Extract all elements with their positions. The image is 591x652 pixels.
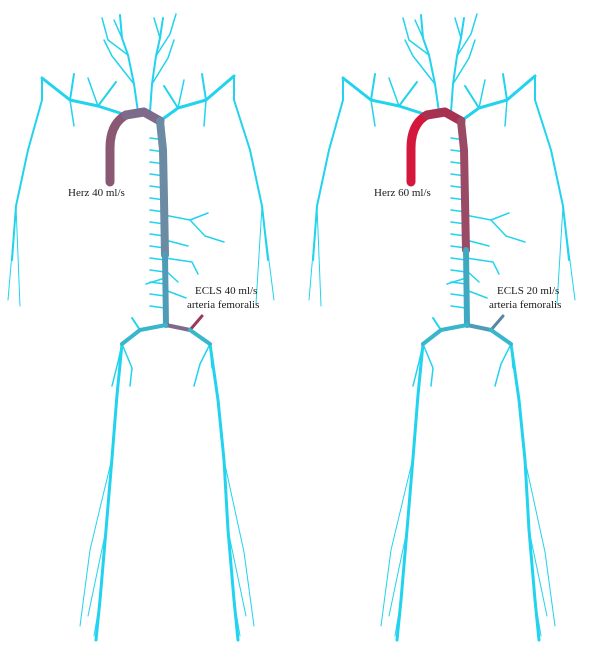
subclavian-artery-right [343,78,427,115]
descending-aorta [461,121,466,250]
shoulder-branch [503,74,507,100]
ecls-flow-label: ECLS 40 ml/s [195,285,257,297]
forearm-artery [563,206,575,300]
shoulder-branch [70,100,74,126]
lower-leg-artery [80,458,112,626]
forearm-artery [8,206,16,300]
shoulder-branch [465,86,479,108]
left-iliac-segment [467,325,491,330]
shoulder-branch [202,74,206,100]
femoral-artery-right [96,344,122,640]
descending-aorta [160,121,165,255]
shoulder-branch [88,78,98,106]
visceral-artery [491,220,525,242]
carotid-artery-left [421,15,439,112]
ascending-aorta [411,115,427,182]
abdominal-aorta [466,250,467,325]
shoulder-branch [98,82,116,106]
ecls-femoral-cannula [190,316,202,330]
pelvic-branch [122,344,132,386]
carotid-artery-right [451,18,464,112]
shoulder-branch [164,86,178,108]
forearm-artery [262,206,274,300]
shoulder-branch [204,100,206,126]
carotid-artery-left [120,15,138,112]
abdominal-aorta [165,255,166,325]
right-iliac-segment [423,325,467,344]
shoulder-branch [399,82,417,106]
arterial-tree-panel-left: Herz 40 ml/s ECLS 40 ml/s arteria femora… [8,14,274,640]
ecls-site-label: arteria femoralis [187,299,259,311]
neck-branch [154,18,160,38]
shoulder-branch [371,100,375,126]
pelvic-branch [423,344,433,386]
right-iliac-segment [122,325,166,344]
brachial-artery-left [234,76,268,260]
ecls-femoral-cannula [491,316,503,330]
left-iliac-lower [190,330,210,344]
ecls-flow-label: ECLS 20 ml/s [497,285,559,297]
pelvic-branch [132,318,140,330]
brachial-artery-left [535,76,569,260]
aortic-arch [126,112,160,121]
ascending-aorta [110,115,126,182]
left-iliac-segment [166,325,190,330]
left-iliac-lower [491,330,511,344]
shoulder-branch [505,100,507,126]
intercostal-artery [451,306,466,308]
heart-flow-label: Herz 60 ml/s [374,187,431,199]
pelvic-branch [194,344,210,386]
arterial-tree-panel-right: Herz 60 ml/s ECLS 20 ml/s arteria femora… [309,14,575,640]
forearm-artery [317,206,321,306]
ecls-site-label: arteria femoralis [489,299,561,311]
forearm-artery [16,206,20,306]
femoral-artery-left [210,344,238,640]
heart-flow-label: Herz 40 ml/s [68,187,125,199]
visceral-artery [190,220,224,242]
visceral-artery [465,213,509,220]
shoulder-branch [479,80,485,108]
femoral-artery-right [397,344,423,640]
subclavian-artery-right [42,78,126,115]
brachial-artery-right [12,78,42,260]
forearm-artery [309,206,317,300]
neck-branch [455,18,461,38]
visceral-artery [164,213,208,220]
aortic-arch [427,112,461,121]
pelvic-branch [495,344,511,386]
lower-leg-artery [381,458,413,626]
pelvic-branch [433,318,441,330]
femoral-artery-left [511,344,539,640]
brachial-artery-right [313,78,343,260]
visceral-artery [466,258,499,274]
visceral-artery [165,258,198,274]
shoulder-branch [178,80,184,108]
carotid-artery-right [150,18,163,112]
shoulder-branch [389,78,399,106]
shoulder-branch [70,74,74,100]
shoulder-branch [371,74,375,100]
